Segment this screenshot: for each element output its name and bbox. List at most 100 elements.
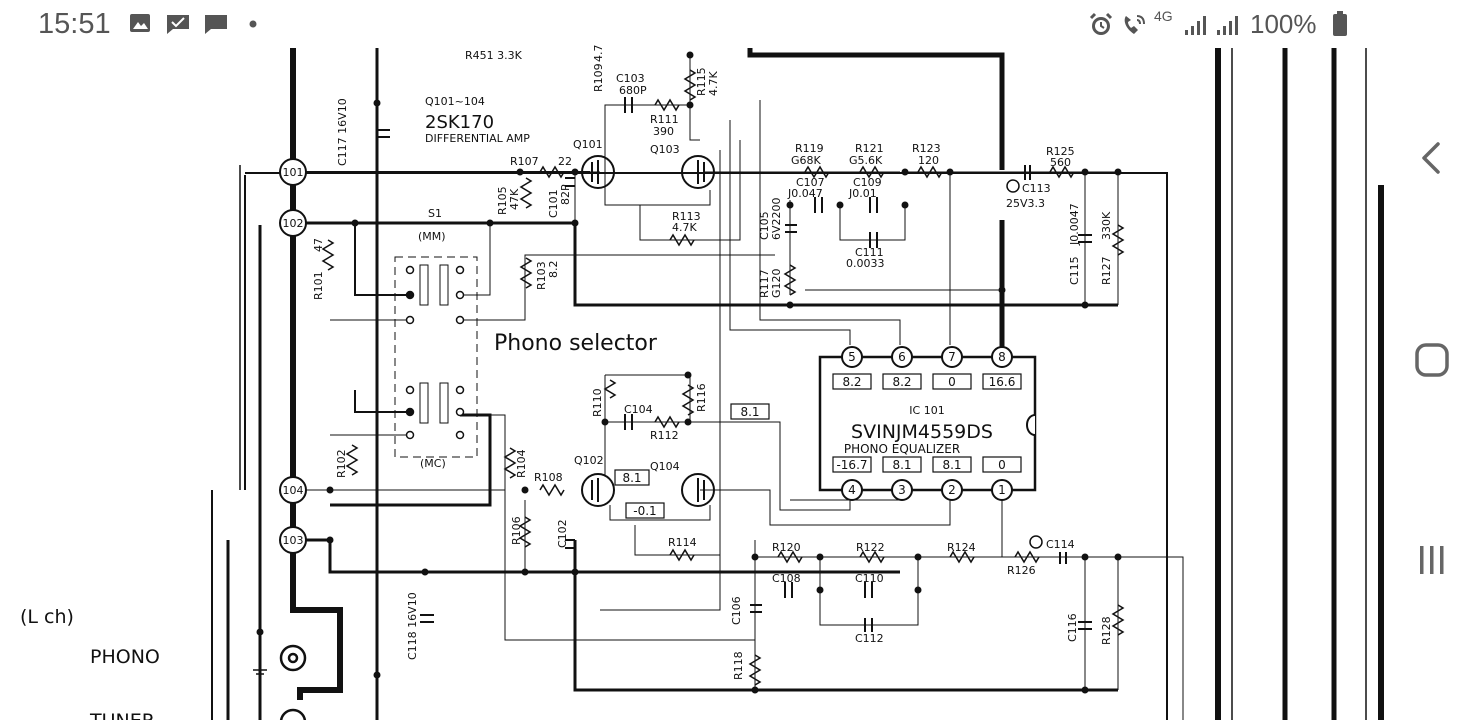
label-r101-value: 47 — [312, 238, 325, 252]
chat-check-icon — [167, 15, 189, 34]
label-r113: R113 — [672, 210, 701, 223]
dot-icon — [249, 20, 257, 28]
label-r108: R108 — [534, 471, 563, 484]
label-r110: R110 — [591, 388, 604, 417]
label-r104: R104 — [515, 449, 528, 478]
label-c103: C103 — [616, 72, 645, 85]
ic-volt-6: 8.2 — [892, 375, 911, 389]
image-icon — [130, 14, 150, 32]
label-c116: C116 — [1066, 613, 1079, 642]
label-c104: C104 — [624, 403, 653, 416]
label-r451: R451 3.3K — [465, 49, 523, 62]
ic-pin-2: 2 — [948, 483, 956, 497]
label-mc: (MC) — [420, 457, 446, 470]
label-r125: R125 — [1046, 145, 1075, 158]
label-c102: C102 — [556, 519, 569, 548]
status-bar: 15:51 4G 100% — [0, 0, 1384, 48]
connector-103: 103 — [283, 534, 304, 547]
label-phono-selector: Phono selector — [494, 331, 658, 356]
label-r101: R101 — [312, 271, 325, 300]
label-s1: S1 — [428, 207, 442, 220]
label-r118: R118 — [732, 651, 745, 680]
ic-function: PHONO EQUALIZER — [844, 442, 960, 456]
ic-volt-3: 8.1 — [892, 458, 911, 472]
label-r109-value: 4.7 — [592, 45, 605, 63]
label-r113-value: 4.7K — [672, 221, 697, 234]
label-c105: C105 — [758, 211, 771, 240]
volt-label: 8.1 — [622, 471, 641, 485]
wifi-call-icon — [1124, 15, 1145, 34]
alarm-icon — [1089, 12, 1113, 35]
connector-102: 102 — [283, 217, 304, 230]
label-c111: C111 — [855, 246, 884, 259]
label-phono-input: PHONO — [90, 646, 160, 668]
ic-ref: IC 101 — [909, 404, 944, 417]
label-c113-value: 25V3.3 — [1006, 197, 1045, 210]
connector-101: 101 — [283, 166, 304, 179]
label-c108: C108 — [772, 572, 801, 585]
schematic-diagram: 101 102 104 103 5 6 7 8 4 3 2 1 8.2 8.2 … — [20, 45, 1384, 720]
battery-icon — [1333, 11, 1347, 36]
status-time: 15:51 — [38, 8, 111, 40]
ic-volt-2: 8.1 — [942, 458, 961, 472]
label-r114: R114 — [668, 536, 697, 549]
label-r106: R106 — [510, 516, 523, 545]
battery-percent: 100% — [1250, 9, 1317, 39]
label-r127-value: 330K — [1100, 211, 1113, 240]
label-r107: R107 — [510, 155, 539, 168]
label-mm: (MM) — [418, 230, 446, 243]
label-channel: (L ch) — [20, 606, 74, 628]
label-r122: R122 — [856, 541, 885, 554]
label-r117: R117 — [758, 269, 771, 298]
label-r111-value: 390 — [653, 125, 674, 138]
label-amp: DIFFERENTIAL AMP — [425, 132, 530, 145]
label-r128: R128 — [1100, 616, 1113, 645]
label-tuner-input: TUNER — [89, 710, 155, 720]
ic-pin-6: 6 — [898, 350, 906, 364]
label-r102: R102 — [335, 449, 348, 478]
connector-104: 104 — [283, 484, 304, 497]
label-r103: R103 — [535, 261, 548, 290]
label-c115: C115 — [1068, 256, 1081, 285]
label-q102: Q102 — [574, 454, 604, 467]
label-r119-value: G68K — [791, 154, 822, 167]
label-r105: R105 — [496, 186, 509, 215]
label-c103-value: 680P — [619, 84, 647, 97]
label-r117-value: G120 — [770, 268, 783, 298]
label-c114: C114 — [1046, 538, 1075, 551]
ic-pin-3: 3 — [898, 483, 906, 497]
label-q104: Q104 — [650, 460, 680, 473]
ic-volt-5: 8.2 — [842, 375, 861, 389]
label-r120: R120 — [772, 541, 801, 554]
label-r121: R121 — [855, 142, 884, 155]
label-c115-value: J0.0047 — [1068, 203, 1081, 246]
volt-label: -0.1 — [633, 504, 656, 518]
label-r121-value: G5.6K — [849, 154, 883, 167]
label-c109-value: J0.01 — [848, 187, 877, 200]
label-r107-value: 22 — [558, 155, 572, 168]
home-icon[interactable] — [1412, 340, 1452, 380]
label-c112: C112 — [855, 632, 884, 645]
ic-pin-4: 4 — [848, 483, 856, 497]
ic-volt-7: 0 — [948, 375, 956, 389]
signal-icon — [1185, 16, 1206, 35]
label-r112: R112 — [650, 429, 679, 442]
label-c101: C101 — [547, 189, 560, 218]
recents-icon[interactable] — [1414, 540, 1450, 580]
ic-volt-4: -16.7 — [836, 458, 867, 472]
label-r115-value: 4.7K — [707, 71, 720, 96]
label-r127: R127 — [1100, 256, 1113, 285]
label-r124: R124 — [947, 541, 976, 554]
ic-pin-8: 8 — [998, 350, 1006, 364]
label-q101: Q101 — [573, 138, 603, 151]
label-r123: R123 — [912, 142, 941, 155]
label-c105-value: 6V2200 — [770, 197, 783, 240]
ic-pin-1: 1 — [998, 483, 1006, 497]
back-icon[interactable] — [1414, 138, 1450, 178]
label-r111: R111 — [650, 113, 679, 126]
ic-pin-7: 7 — [948, 350, 956, 364]
label-c110: C110 — [855, 572, 884, 585]
label-c106: C106 — [730, 596, 743, 625]
ic-pin-5: 5 — [848, 350, 856, 364]
ic-volt-8: 16.6 — [989, 375, 1016, 389]
